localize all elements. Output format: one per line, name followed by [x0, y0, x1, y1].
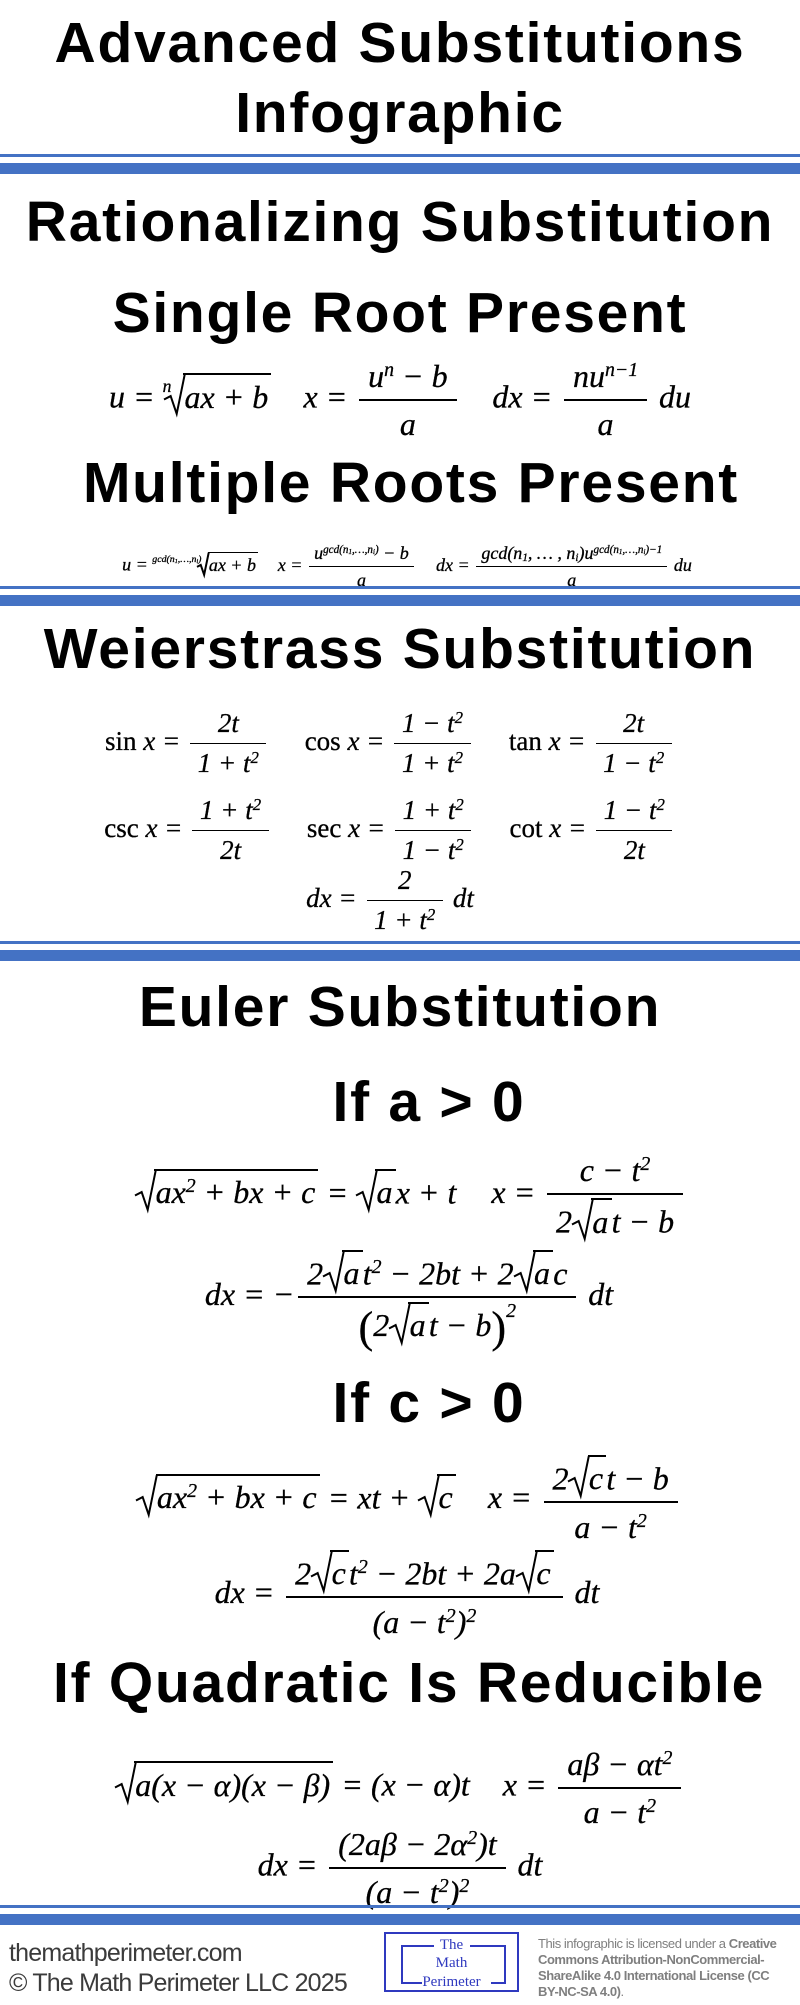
radical-sign-icon [197, 552, 209, 576]
divider-thin-line [0, 1905, 800, 1908]
divider-top [0, 154, 800, 174]
divider-thin-line [0, 586, 800, 589]
divider-thin-line [0, 941, 800, 944]
heading-euler: Euler Substitution [138, 975, 662, 1039]
formula-euler-a-sqrt: ax2 + bx + c = ax + t [135, 1168, 457, 1212]
divider-weierstrass [0, 586, 800, 606]
formula-euler-red-sqrt: a(x − α)(x − β) = (x − α)t [115, 1761, 470, 1804]
logo-frame-segment [401, 1982, 422, 1984]
radical-sign-icon [389, 1302, 411, 1345]
divider-thick-bar [0, 950, 800, 961]
formula-multiple-u: u = gcd(n1,…,ni)ax + b [122, 552, 258, 576]
logo: The Math Perimeter [384, 1932, 519, 1992]
heading-euler-c-positive: If c > 0 [332, 1371, 526, 1435]
license-text: This infographic is licensed under a Cre… [538, 1936, 777, 1999]
logo-frame-segment [470, 1945, 506, 1947]
radical-sign-icon [568, 1455, 590, 1498]
logo-frame-segment [401, 1945, 434, 1947]
footer-website: themathperimeter.com [9, 1939, 243, 1967]
logo-frame-segment [401, 1945, 403, 1984]
radical-sign-icon [356, 1169, 378, 1212]
logo-text-the: The [439, 1937, 464, 1953]
heading-euler-a-positive: If a > 0 [332, 1070, 526, 1134]
radical-sign-icon [164, 373, 186, 416]
radical-sign-icon [311, 1550, 333, 1593]
logo-frame-segment [491, 1982, 506, 1984]
page-title: Advanced Substitutions Infographic [0, 8, 800, 148]
heading-euler-reducible: If Quadratic Is Reducible [52, 1651, 766, 1715]
radical-sign-icon [418, 1474, 440, 1517]
footer-copyright: © The Math Perimeter LLC 2025 [9, 1969, 348, 1997]
formula-row-euler-red-2: dx = (2aβ − 2α2)t(a − t2)2 dt [0, 1824, 800, 1912]
radical-sign-icon [115, 1761, 137, 1804]
radical-sign-icon [516, 1550, 538, 1593]
formula-euler-c-sqrt: ax2 + bx + c = xt + c [136, 1473, 456, 1517]
radical-sign-icon [514, 1250, 536, 1293]
divider-thick-bar [0, 595, 800, 606]
divider-thick-bar [0, 1914, 800, 1925]
logo-text-math: Math [435, 1955, 468, 1971]
heading-weierstrass: Weierstrass Substitution [43, 617, 757, 681]
page-title-line1: Advanced Substitutions [54, 11, 746, 75]
radical-sign-icon [323, 1250, 345, 1293]
formula-euler-red-dx: dx = (2aβ − 2α2)t(a − t2)2 dt [257, 1826, 543, 1911]
heading-rationalizing: Rationalizing Substitution [25, 190, 775, 254]
heading-single-root: Single Root Present [112, 281, 688, 345]
divider-footer [0, 1905, 800, 1925]
logo-frame-segment [504, 1945, 506, 1984]
radical-sign-icon [136, 1474, 158, 1517]
radical-sign-icon [572, 1198, 594, 1241]
radical-sign-icon [135, 1169, 157, 1212]
logo-text-perimeter: Perimeter [422, 1974, 481, 1990]
page-title-line2: Infographic [235, 81, 565, 145]
divider-euler [0, 941, 800, 961]
divider-thin-line [0, 154, 800, 157]
formula-row-multiple-roots: u = gcd(n1,…,ni)ax + b x = ugcd(n1,…,ni)… [7, 542, 800, 592]
heading-multiple-roots: Multiple Roots Present [82, 451, 740, 515]
footer-left: themathperimeter.com © The Math Perimete… [9, 1938, 348, 1998]
divider-thick-bar [0, 163, 800, 174]
